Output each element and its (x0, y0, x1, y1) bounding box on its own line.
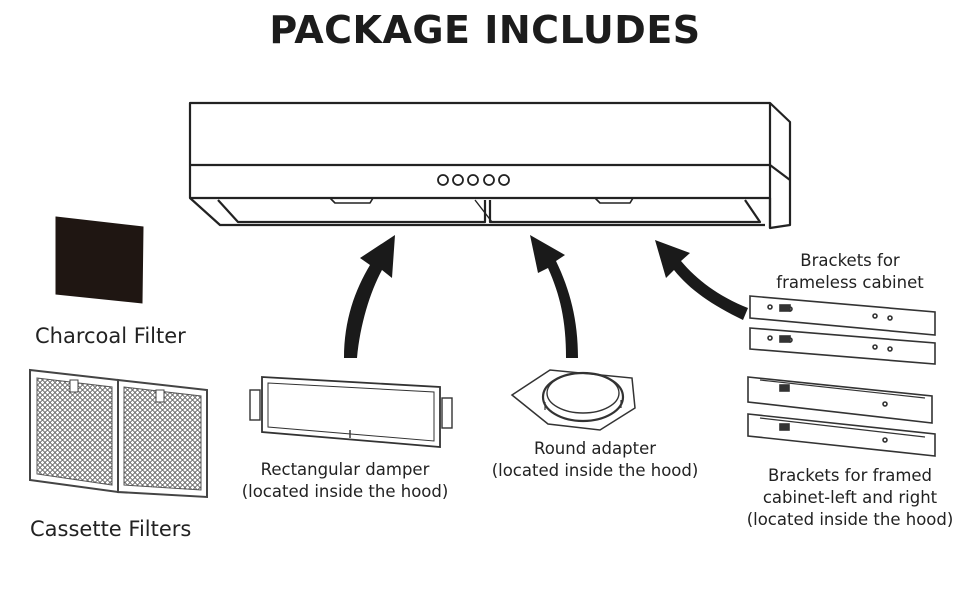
label-cassette-filters: Cassette Filters (30, 517, 192, 541)
label-brackets-framed: Brackets for framed cabinet-left and rig… (746, 466, 954, 529)
brackets-frameless (749, 295, 936, 365)
brackets-framed (747, 376, 936, 457)
cassette-filters (29, 368, 208, 499)
label-round-adapter: Round adapter (located inside the hood) (491, 439, 699, 480)
charcoal-filter (55, 216, 144, 304)
round-adapter (510, 369, 636, 431)
label-charcoal-filter: Charcoal Filter (35, 324, 186, 348)
arrow-brackets-icon (655, 240, 748, 320)
label-rect-damper: Rectangular damper (located inside the h… (241, 460, 449, 501)
label-brackets-frameless: Brackets for frameless cabinet (776, 251, 924, 292)
arrow-damper-icon (344, 235, 395, 358)
page-title: PACKAGE INCLUDES (269, 8, 701, 52)
arrow-adapter-icon (530, 235, 578, 358)
rectangular-damper (249, 376, 453, 448)
range-hood (188, 101, 792, 230)
